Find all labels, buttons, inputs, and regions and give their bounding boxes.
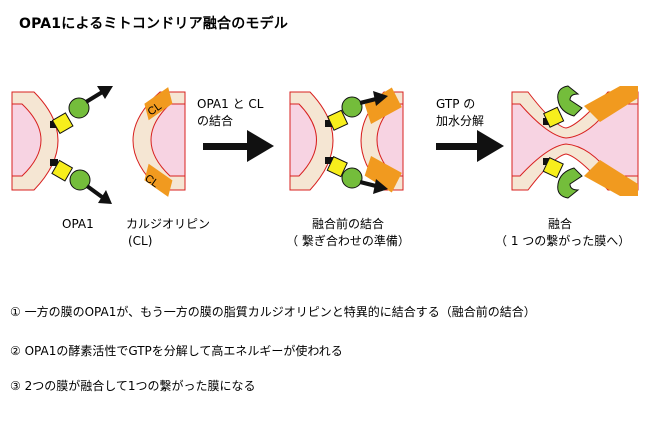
stage3-cardiolipin-bottom [584,160,638,196]
stage3-matrix [511,103,639,177]
stage1-opa1-top [50,86,113,135]
cardiolipin-patch-top [144,87,173,121]
opa1-head [68,97,90,119]
opa1-body [543,106,565,128]
motion-arrow-shaft [85,184,104,199]
cardiolipin-label-line2: (CL) [128,234,153,248]
opa1-head [341,167,363,189]
gtp-label-line1: GTP の [436,97,476,111]
opa1-head-bent [557,167,583,199]
cardiolipin-patch-bottom [144,163,173,197]
stage2-left-membrane [289,91,334,191]
stage3-opa1-bottom [542,157,583,199]
prefusion-label: 融合前の結合 （ 繋ぎ合わせの準備） [283,216,413,250]
opa1-head [341,96,363,118]
gtp-label-line2: 加水分解 [436,114,485,128]
stage3-opa1-top [543,85,583,128]
motion-arrow-head [373,91,388,106]
opa1-anchor [50,159,58,166]
opa1-body [542,157,564,179]
fusion-label-line2: （ 1 つの繋がった膜へ） [495,234,631,248]
opa1-body [327,109,349,131]
stage2-cardiolipin-top [364,87,402,125]
note-2: ② OPA1の酵素活性でGTPを分解して高エネルギーが使われる [10,344,343,358]
motion-arrow-shaft [359,97,377,105]
prefusion-label-line2: （ 繋ぎ合わせの準備） [286,234,410,248]
stage2-opa1-bottom [325,156,388,194]
process-arrow-1 [203,130,274,162]
diagram-title: OPA1によるミトコンドリア融合のモデル [19,16,289,32]
binding-label: OPA1 と CL の結合 [197,96,263,130]
opa1-label: OPA1 [62,217,94,231]
stage3-fused-membrane [511,86,639,196]
binding-label-line2: の結合 [197,114,234,128]
stage1-membrane [11,91,59,191]
stage1-opa1-bottom [50,159,112,204]
process-arrow-2 [436,130,504,162]
process-arrow-2-head [477,130,504,162]
opa1-body [326,156,348,178]
cardiolipin-label-line1: カルジオリピン [126,217,211,231]
opa1-head [69,169,91,191]
opa1-anchor [325,120,333,127]
stage2-right-membrane [360,87,404,193]
motion-arrow-shaft [359,180,377,188]
cardiolipin-label: カルジオリピン (CL) [126,216,210,250]
opa1-body [51,159,74,182]
opa1-body [51,112,74,135]
opa1-anchor [325,157,333,164]
opa1-head-bent [557,85,583,117]
motion-arrow-shaft [84,89,106,104]
process-arrow-2-shaft [436,143,477,150]
binding-label-line1: OPA1 と CL [197,97,264,111]
stage2-cardiolipin-bottom [364,155,402,193]
fusion-label: 融合 （ 1 つの繋がった膜へ） [495,216,631,250]
motion-arrow-head [373,179,388,194]
motion-arrow-head [98,190,112,204]
stage2-matrix [289,103,317,177]
opa1-anchor [50,121,58,128]
opa1-anchor [543,158,551,165]
stage2-opa1-top [325,91,388,131]
gtp-label: GTP の 加水分解 [436,96,484,130]
note-1: ① 一方の膜のOPA1が、もう一方の膜の脂質カルジオリピンと特異的に結合する（融… [10,305,536,319]
note-3: ③ 2つの膜が融合して1つの繋がった膜になる [10,379,256,393]
process-arrow-1-shaft [203,143,247,150]
process-arrow-1-head [247,130,274,162]
prefusion-label-line1: 融合前の結合 [311,217,384,231]
motion-arrow-head [97,86,113,99]
stage3-cardiolipin-top [584,86,638,122]
stage1-matrix [11,103,42,177]
fusion-label-line1: 融合 [547,217,572,231]
stage1-cl-membrane: CL CL [132,87,186,197]
